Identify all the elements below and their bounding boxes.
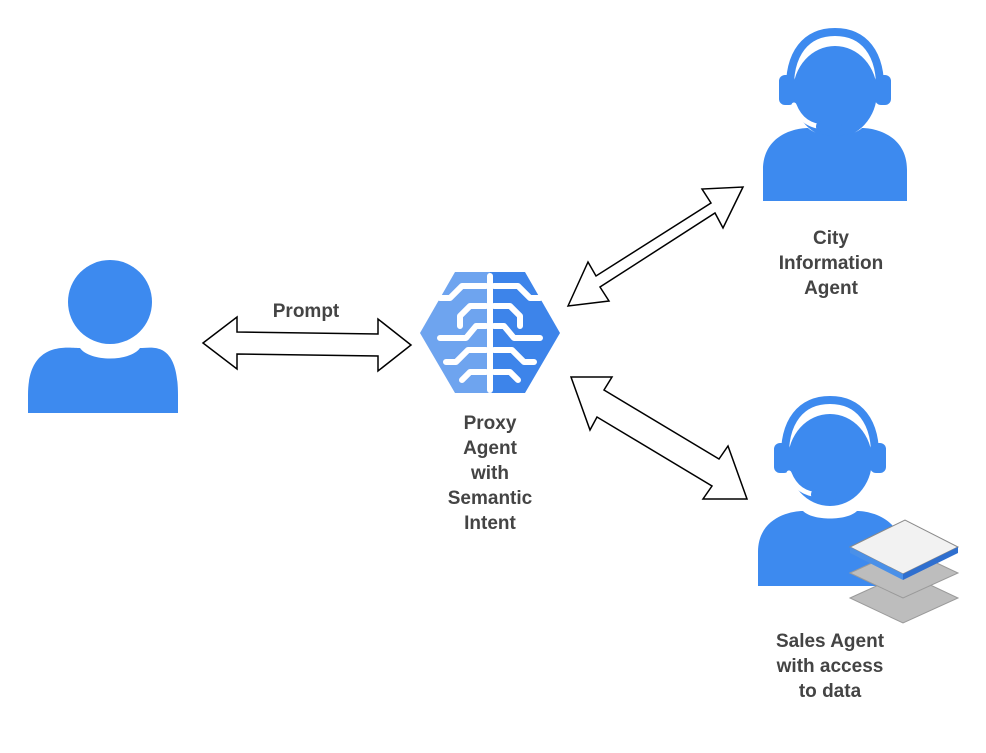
prompt-label: Prompt <box>272 301 340 322</box>
label-line: to data <box>798 681 862 702</box>
label-line: Semantic <box>447 488 533 509</box>
label-line: Agent <box>463 438 517 459</box>
prompt-double-arrow <box>201 315 413 373</box>
brain-icon <box>420 272 560 393</box>
label-line: Proxy <box>463 413 517 434</box>
headset-agent-icon <box>763 27 907 201</box>
city-agent-label: City Information Agent <box>760 226 902 301</box>
sales-agent-label: Sales Agent with access to data <box>750 629 910 704</box>
user-icon <box>28 260 178 413</box>
label-line: Intent <box>464 513 516 534</box>
proxy-agent-label: Proxy Agent with Semantic Intent <box>420 411 560 536</box>
sales-double-arrow <box>569 376 749 500</box>
data-layers-icon <box>848 519 960 624</box>
label-line: with <box>471 463 509 484</box>
city-double-arrow <box>566 186 745 307</box>
label-line: Sales Agent <box>775 631 885 652</box>
label-line: City <box>813 228 849 249</box>
headset-agent-icon <box>758 395 902 586</box>
label-line: with access <box>776 656 884 677</box>
label-line: Information <box>778 253 884 274</box>
label-line: Agent <box>804 278 858 299</box>
